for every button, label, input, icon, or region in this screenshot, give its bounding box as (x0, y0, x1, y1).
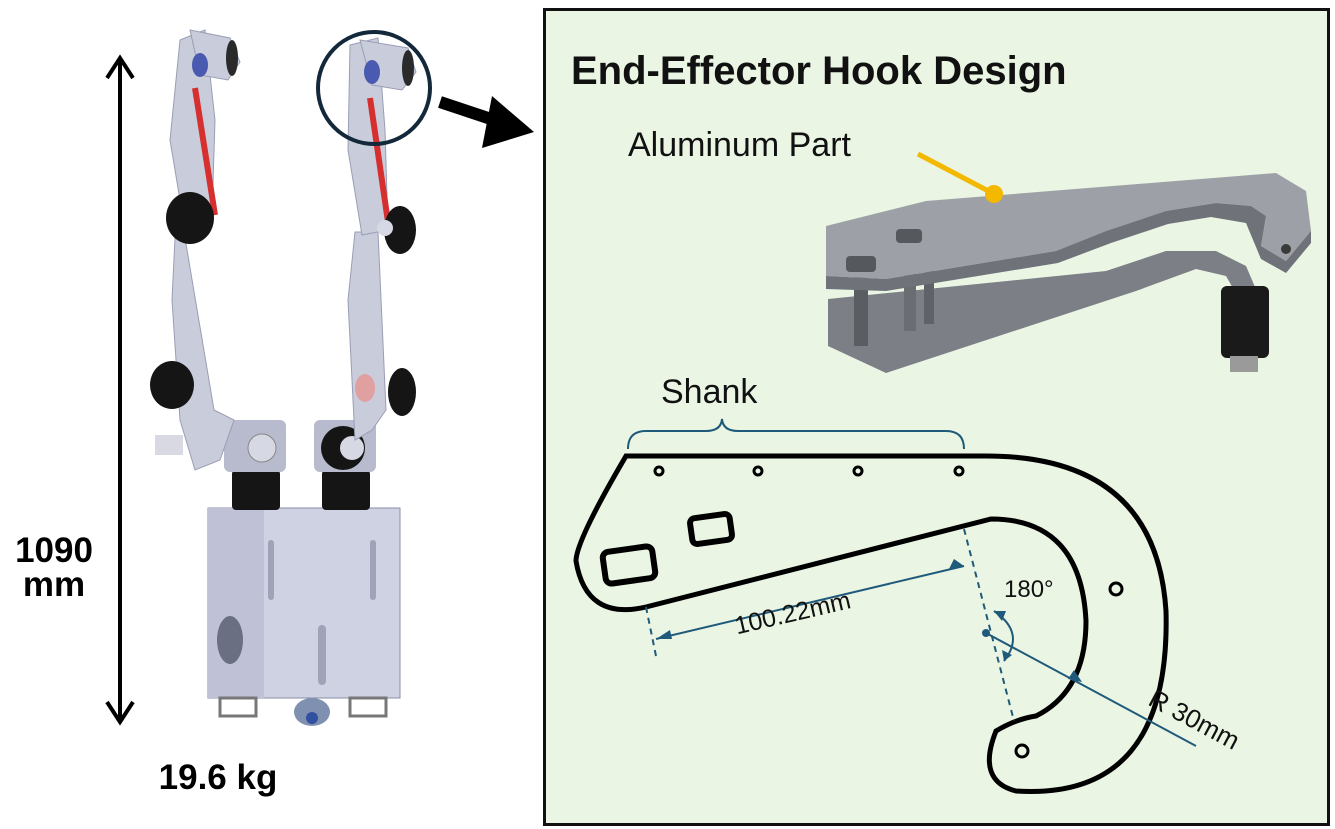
zoom-arrow (438, 96, 534, 148)
hook-design-panel: End-Effector Hook Design Aluminum Part (543, 8, 1330, 826)
height-arrow (105, 54, 135, 726)
panel-title: End-Effector Hook Design (571, 49, 1067, 93)
right-arm (347, 37, 417, 441)
center-line (963, 528, 1015, 722)
shank-brace (627, 418, 965, 450)
angle-dimension-label: 180° (1004, 576, 1054, 603)
mounting-holes (653, 465, 1124, 759)
part-label-leader (916, 151, 1003, 203)
aluminum-part-label: Aluminum Part (628, 126, 851, 164)
radius-dim-line (985, 632, 1197, 747)
hook-2d-drawing (573, 418, 1197, 794)
length-extension (645, 606, 657, 657)
center-point (982, 629, 990, 637)
height-unit: mm (22, 565, 86, 604)
weight-label: 19.6 kg (158, 758, 278, 797)
height-value: 1090 (15, 531, 93, 570)
shoulder-joints (224, 420, 376, 510)
length-dim-line (655, 565, 965, 640)
robot-illustration (105, 29, 534, 726)
hook-outline (573, 453, 1169, 794)
slot-right (687, 510, 735, 548)
aluminum-part-render (826, 173, 1311, 373)
highlight-circle (316, 30, 432, 146)
slot-left (599, 543, 659, 587)
left-arm (150, 29, 241, 471)
shank-label: Shank (661, 373, 758, 411)
robot-base-box (207, 507, 401, 726)
